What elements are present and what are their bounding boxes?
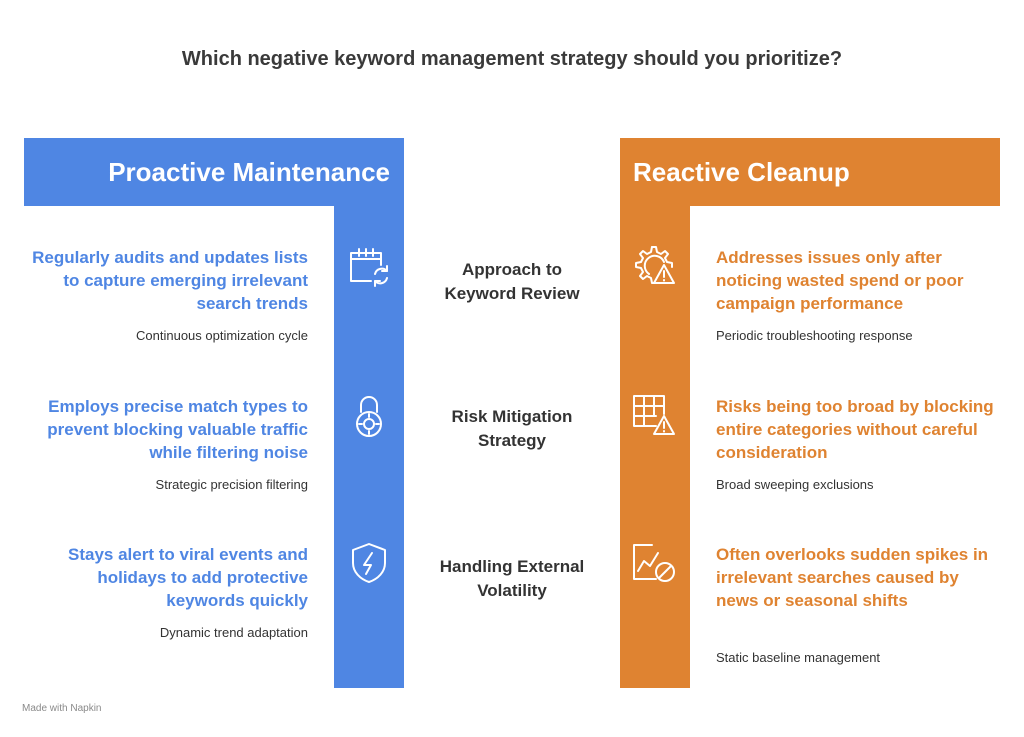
page-title: Which negative keyword management strate… (181, 48, 843, 70)
lock-target-icon (345, 392, 393, 440)
grid-warning-icon (630, 392, 678, 440)
footer-credit: Made with Napkin (22, 703, 101, 714)
calendar-refresh-icon (345, 243, 393, 291)
proactive-item-2-sub: Strategic precision filtering (155, 477, 308, 492)
reactive-item-1-heading: Addresses issues only after noticing was… (716, 248, 964, 313)
criterion-risk-mitigation: Risk Mitigation Strategy (451, 407, 573, 450)
criterion-keyword-review: Approach to Keyword Review (444, 260, 580, 303)
reactive-bar (620, 206, 690, 688)
gear-warning-icon (630, 243, 678, 291)
proactive-bar (334, 206, 404, 688)
reactive-item-1-sub: Periodic troubleshooting response (716, 328, 913, 343)
reactive-item-2-heading: Risks being too broad by blocking entire… (716, 397, 994, 462)
footer-text: Made with Napkin (22, 703, 102, 714)
chart-blocked-icon (630, 539, 678, 587)
reactive-header-label: Reactive Cleanup (633, 157, 850, 187)
criterion-external-volatility: Handling External Volatility (439, 557, 585, 600)
shield-lightning-icon (345, 539, 393, 587)
reactive-item-3-sub: Static baseline management (716, 650, 881, 665)
proactive-header: Proactive Maintenance (24, 138, 404, 206)
reactive-item-3-heading: Often overlooks sudden spikes in irrelev… (716, 545, 989, 610)
proactive-item-1-sub: Continuous optimization cycle (136, 328, 308, 343)
reactive-item-2-sub: Broad sweeping exclusions (716, 477, 874, 492)
reactive-header: Reactive Cleanup (620, 138, 1000, 206)
proactive-header-label: Proactive Maintenance (108, 157, 390, 187)
proactive-item-3-heading: Stays alert to viral events and holidays… (68, 545, 308, 610)
proactive-item-1-heading: Regularly audits and updates lists to ca… (32, 248, 308, 313)
proactive-item-2-heading: Employs precise match types to prevent b… (47, 397, 308, 462)
proactive-item-3-sub: Dynamic trend adaptation (159, 625, 308, 640)
